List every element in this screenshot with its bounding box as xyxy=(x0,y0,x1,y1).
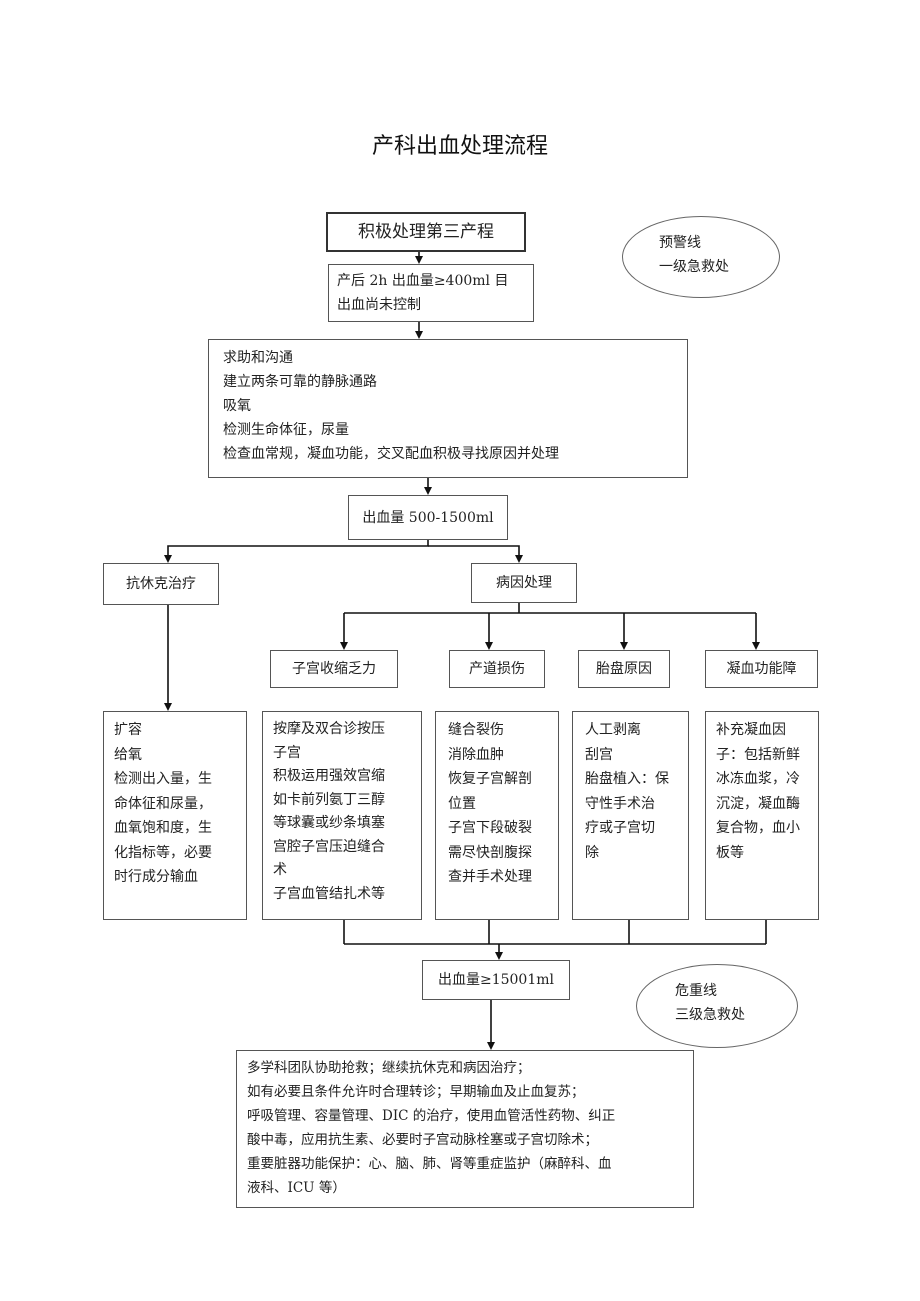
final-multidisciplinary-rescue: 多学科团队协助抢救；继续抗休克和病因治疗； 如有必要且条件允许时合理转诊；早期输… xyxy=(236,1050,694,1208)
step-bleeding-500-1500: 出血量 500-1500ml xyxy=(348,495,508,540)
step-initial-response: 求助和沟通 建立两条可靠的静脉通路 吸氧 检测生命体征，尿量 检查血常规，凝血功… xyxy=(208,339,688,478)
step-postpartum-line-2: 出血尚未控制 xyxy=(337,297,421,313)
anti-shock-line-7: 时行成分输血 xyxy=(114,869,198,885)
birth-canal-line-4: 位置 xyxy=(448,795,476,812)
final-line-2: 如有必要且条件允许时合理转诊；早期输血及止血复苏； xyxy=(247,1084,585,1100)
step-postpartum-bleeding: 产后 2h 出血量≥400ml 目 出血尚未控制 xyxy=(328,264,534,322)
step-bleeding-500-1500-label: 出血量 500-1500ml xyxy=(362,509,494,526)
birth-canal-line-1: 缝合裂伤 xyxy=(448,722,504,738)
node-birth-canal-injury-label: 产道损伤 xyxy=(469,661,525,677)
coag-line-5: 复合物，血小 xyxy=(716,820,800,836)
uterine-line-1: 按摩及双合诊按压 xyxy=(273,721,385,737)
uterine-line-3: 积极运用强效宫缩 xyxy=(273,768,385,784)
birth-canal-line-3: 恢复子宫解剖 xyxy=(448,771,532,787)
placenta-line-3: 胎盘植入：保 xyxy=(585,771,669,787)
birth-canal-line-2: 消除血肿 xyxy=(448,746,504,763)
placenta-line-1: 人工剥离 xyxy=(585,722,641,738)
coag-line-4: 沉淀，凝血酶 xyxy=(716,795,800,812)
step-bleeding-over-1500-label: 出血量≥15001ml xyxy=(437,972,555,988)
detail-coagulation: 补充凝血因 子：包括新鲜 冰冻血浆，冷 沉淀，凝血酶 复合物，血小 板等 xyxy=(705,711,819,920)
detail-birth-canal: 缝合裂伤 消除血肿 恢复子宫解剖 位置 子宫下段破裂 需尽快剖腹探 查并手术处理 xyxy=(435,711,559,920)
final-line-5: 重要脏器功能保护：心、脑、肺、肾等重症监护（麻醉科、血 xyxy=(247,1156,612,1172)
birth-canal-line-5: 子宫下段破裂 xyxy=(448,820,532,836)
step-active-management-label: 积极处理第三产程 xyxy=(358,222,494,242)
birth-canal-line-7: 查并手术处理 xyxy=(448,869,532,885)
final-line-1: 多学科团队协助抢救；继续抗休克和病因治疗； xyxy=(247,1060,531,1076)
uterine-line-7: 术 xyxy=(273,862,287,878)
placenta-line-4: 守性手术治 xyxy=(585,795,655,812)
initial-line-4: 检测生命体征，尿量 xyxy=(223,422,349,438)
node-placental-cause: 胎盘原因 xyxy=(578,650,670,688)
anti-shock-line-3: 检测出入量，生 xyxy=(114,771,212,787)
oval-critical-line-1: 危重线 xyxy=(675,983,717,999)
node-anti-shock-label: 抗休克治疗 xyxy=(126,576,196,592)
placenta-line-5: 疗或子宫切 xyxy=(585,820,655,836)
page-title: 产科出血处理流程 xyxy=(371,134,548,159)
final-line-4: 酸中毒，应用抗生素、必要时子宫动脉栓塞或子宫切除术； xyxy=(247,1132,598,1148)
node-coagulation-disorder: 凝血功能障 xyxy=(705,650,818,688)
anti-shock-line-2: 给氧 xyxy=(114,746,142,763)
anti-shock-line-4: 命体征和尿量， xyxy=(114,795,212,812)
oval-warning-line-1: 预警线 xyxy=(659,235,701,251)
oval-critical-line: 危重线 三级急救处 xyxy=(636,964,798,1048)
initial-line-2: 建立两条可靠的静脉通路 xyxy=(223,374,377,390)
step-active-management: 积极处理第三产程 xyxy=(326,212,526,252)
node-cause-treatment: 病因处理 xyxy=(471,563,577,603)
coag-line-3: 冰冻血浆，冷 xyxy=(716,771,800,787)
node-coagulation-disorder-label: 凝血功能障 xyxy=(726,661,797,677)
detail-placenta: 人工剥离 刮宫 胎盘植入：保 守性手术治 疗或子宫切 除 xyxy=(572,711,689,920)
initial-line-1: 求助和沟通 xyxy=(223,350,293,366)
uterine-line-6: 宫腔子宫压迫缝合 xyxy=(273,838,385,855)
anti-shock-line-6: 化指标等，必要 xyxy=(114,844,212,861)
anti-shock-line-5: 血氧饱和度，生 xyxy=(114,820,212,836)
uterine-line-2: 子宫 xyxy=(273,744,301,761)
birth-canal-line-6: 需尽快剖腹探 xyxy=(448,844,532,861)
node-uterine-atony: 子宫收缩乏力 xyxy=(270,650,398,688)
coag-line-2: 子：包括新鲜 xyxy=(716,746,800,763)
node-placental-cause-label: 胎盘原因 xyxy=(596,661,652,677)
oval-warning-line-2: 一级急救处 xyxy=(659,259,729,275)
step-postpartum-line-1: 产后 2h 出血量≥400ml 目 xyxy=(337,273,509,289)
node-uterine-atony-label: 子宫收缩乏力 xyxy=(292,661,376,677)
final-line-3: 呼吸管理、容量管理、DIC 的治疗，使用血管活性药物、纠正 xyxy=(247,1108,616,1124)
node-anti-shock: 抗休克治疗 xyxy=(103,563,219,605)
step-bleeding-over-1500: 出血量≥15001ml xyxy=(422,960,570,1000)
initial-line-3: 吸氧 xyxy=(223,398,251,414)
uterine-line-8: 子宫血管结扎术等 xyxy=(273,885,385,902)
uterine-line-5: 等球囊或纱条填塞 xyxy=(273,815,385,831)
node-cause-treatment-label: 病因处理 xyxy=(496,575,552,591)
detail-uterine-atony: 按摩及双合诊按压 子宫 积极运用强效宫缩 如卡前列氨丁三醇 等球囊或纱条填塞 宫… xyxy=(262,711,422,920)
final-line-6: 液科、ICU 等） xyxy=(247,1180,346,1196)
uterine-line-4: 如卡前列氨丁三醇 xyxy=(273,791,385,808)
placenta-line-6: 除 xyxy=(585,844,599,861)
anti-shock-line-1: 扩容 xyxy=(114,722,142,738)
oval-warning-line: 预警线 一级急救处 xyxy=(622,216,780,298)
coag-line-1: 补充凝血因 xyxy=(716,722,786,738)
placenta-line-2: 刮宫 xyxy=(585,746,613,763)
detail-anti-shock: 扩容 给氧 检测出入量，生 命体征和尿量， 血氧饱和度，生 化指标等，必要 时行… xyxy=(103,711,247,920)
initial-line-5: 检查血常规，凝血功能，交叉配血积极寻找原因并处理 xyxy=(223,446,559,462)
coag-line-6: 板等 xyxy=(716,844,744,861)
oval-critical-line-2: 三级急救处 xyxy=(675,1007,745,1023)
node-birth-canal-injury: 产道损伤 xyxy=(449,650,545,688)
